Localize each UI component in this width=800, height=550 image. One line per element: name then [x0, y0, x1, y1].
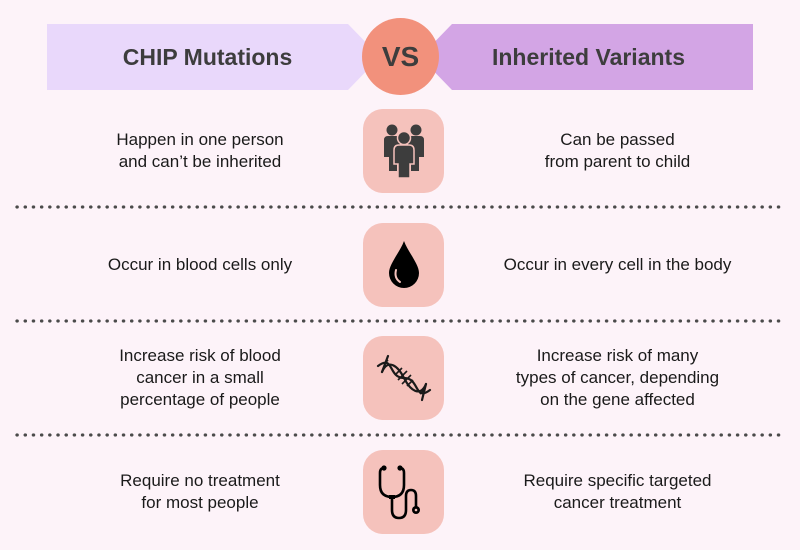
icon-box — [363, 450, 444, 534]
dotted-divider — [13, 205, 783, 209]
comparison-row-inheritance: Happen in one person and can’t be inheri… — [0, 109, 800, 193]
chip-mutations-header: CHIP Mutations — [47, 24, 380, 90]
chip-cell: Increase risk of blood cancer in a small… — [55, 336, 345, 420]
chip-cell: Happen in one person and can’t be inheri… — [55, 109, 345, 193]
inherited-text: Can be passed from parent to child — [544, 130, 691, 171]
icon-box — [363, 336, 444, 420]
stethoscope-icon — [378, 465, 420, 520]
vs-label: VS — [381, 40, 420, 72]
chip-text: Increase risk of blood cancer in a small… — [119, 346, 281, 409]
blood-drop-icon — [388, 241, 419, 288]
inherited-cell: Occur in every cell in the body — [470, 223, 765, 307]
icon-box — [363, 109, 444, 193]
inherited-cell: Increase risk of many types of cancer, d… — [470, 336, 765, 420]
icon-box — [363, 223, 444, 307]
inherited-variants-title: Inherited Variants — [491, 43, 685, 70]
dotted-divider — [13, 433, 783, 437]
dotted-divider — [13, 319, 783, 323]
chip-mutations-title: CHIP Mutations — [122, 43, 293, 70]
inherited-text: Increase risk of many types of cancer, d… — [515, 346, 720, 409]
inherited-cell: Can be passed from parent to child — [470, 109, 765, 193]
chip-text: Require no treatment for most people — [120, 471, 280, 512]
chip-text: Occur in blood cells only — [107, 255, 293, 274]
vs-badge: VS — [362, 18, 439, 95]
comparison-row-treatment: Require no treatment for most people Req… — [0, 450, 800, 534]
inherited-cell: Require specific targeted cancer treatme… — [470, 450, 765, 534]
comparison-row-cells: Occur in blood cells only Occur in every… — [0, 223, 800, 307]
dna-icon — [376, 354, 431, 402]
comparison-row-cancer-risk: Increase risk of blood cancer in a small… — [0, 336, 800, 420]
people-group-icon — [383, 124, 424, 179]
inherited-text: Require specific targeted cancer treatme… — [523, 471, 712, 512]
chip-cell: Occur in blood cells only — [55, 223, 345, 307]
inherited-text: Occur in every cell in the body — [503, 255, 732, 274]
chip-text: Happen in one person and can’t be inheri… — [116, 130, 284, 171]
inherited-variants-header: Inherited Variants — [420, 24, 753, 90]
chip-cell: Require no treatment for most people — [55, 450, 345, 534]
